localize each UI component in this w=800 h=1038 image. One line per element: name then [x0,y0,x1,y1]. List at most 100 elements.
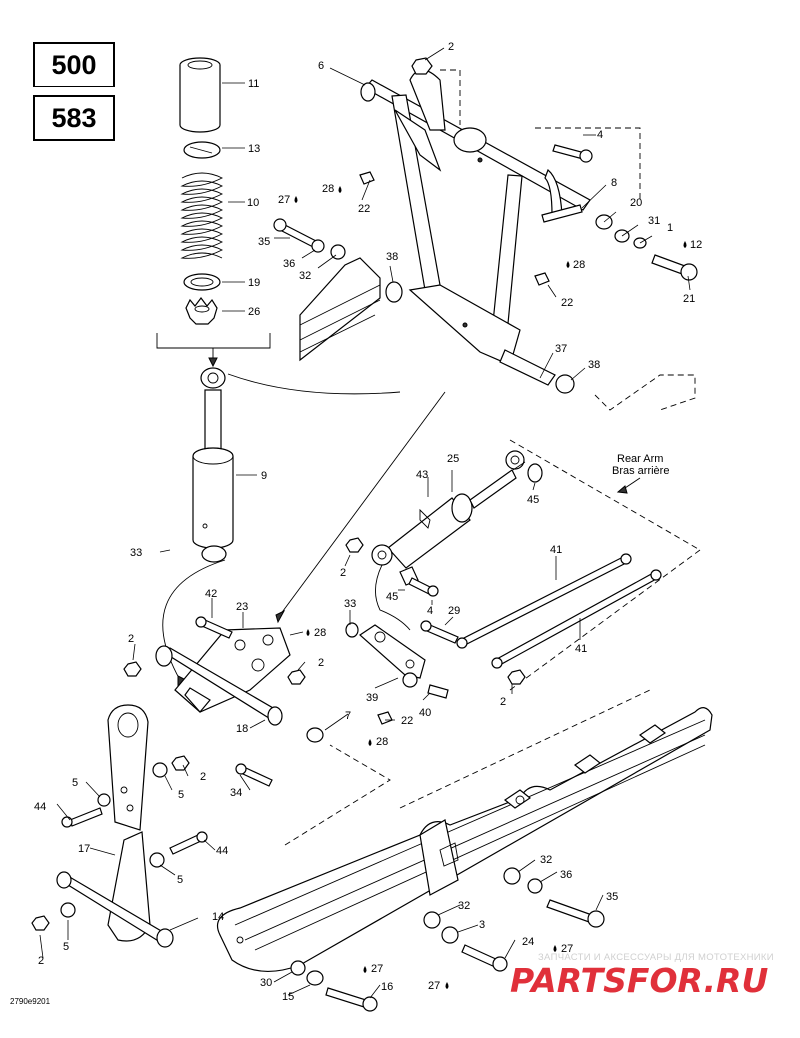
callout-17: 17 [78,843,90,855]
bolt-part-21 [651,254,698,281]
callout-43: 43 [416,469,428,481]
cylinder-part-43 [371,450,525,569]
callout-26: 26 [248,306,260,318]
axle-part-18 [155,645,283,726]
callout-42: 42 [205,588,217,600]
washer-part-32-top [330,244,346,260]
washer-part-7 [306,727,324,743]
spring-cover-part-11 [179,57,221,133]
dash-line-6 [284,744,391,846]
leader-arrow-line [279,391,446,616]
bolt-part-44-left [61,807,103,828]
bushing-part-40 [402,672,449,699]
shaft-part-8 [541,204,583,223]
washer-part-32-bottom [503,867,521,885]
bushing-part-38-right [555,374,575,394]
callout-12: 12 [690,239,702,251]
grease-fitting-part-22-mid [534,272,550,286]
callout-11: 11 [248,78,259,90]
spring-seat-part-19 [183,273,221,291]
tie-rod-part-41-lower [491,569,662,669]
callout-38: 38 [386,251,398,263]
bolt-part-34 [235,763,273,787]
adjuster-nut-part-26 [185,297,218,325]
model-label-583: 583 [33,95,115,141]
callout-39: 39 [366,692,378,704]
callout-45b: 45 [386,591,398,603]
bushing-part-33-mid [345,622,359,638]
split-collar-part-13 [183,141,221,159]
callout-36b: 36 [560,869,572,881]
slide-rail [216,707,713,973]
grease-fitting-part-22-low [377,711,393,725]
nut-part-2-low-left [123,661,142,677]
washer-part-15 [306,970,324,986]
callout-38b: 38 [588,359,600,371]
bolt-part-35-bottom [546,899,605,928]
callout-10: 10 [247,197,259,209]
callout-33: 33 [130,547,142,559]
callout-41b: 41 [575,643,587,655]
callout-32b: 32 [540,854,552,866]
callout-41: 41 [550,544,562,556]
rear-arm-label-fr: Bras arrière [612,465,669,477]
rear-arm-label-en: Rear Arm [617,453,663,465]
callout-31: 31 [648,215,660,227]
bolt-part-16 [325,987,378,1012]
model-label-500: 500 [33,42,115,87]
leader-lines [39,47,691,999]
callout-2f: 2 [200,771,206,783]
callout-21: 21 [683,293,695,305]
grease-fitting-part-22-top [359,171,375,185]
tie-rod-part-41-upper [456,553,632,649]
callout-18: 18 [236,723,248,735]
front-arm-assembly [360,69,591,386]
callout-44: 44 [34,801,46,813]
watermark-logo: PARTSFOR.RU [510,961,768,1000]
dash-line-5 [399,689,651,809]
callout-6: 6 [318,60,324,72]
callout-32c: 32 [458,900,470,912]
dash-line-rear-arm [509,439,701,551]
pivot-bolt-part-4-top [552,144,593,163]
washers-part-5 [60,762,168,918]
link-curve [227,373,401,395]
callout-9: 9 [261,470,267,482]
washer-part-3 [441,926,459,944]
bolt-part-35-top [273,218,319,249]
callout-3: 3 [479,919,485,931]
rear-arm-pointer-head [616,485,628,494]
bolt-part-4-mid [408,577,439,597]
nut-part-2-top [411,57,433,75]
bushing-part-38-left [385,281,403,303]
nut-part-2-right [507,669,526,685]
callout-24: 24 [522,936,534,948]
callout-28: 28 [322,183,334,195]
callout-5: 5 [72,777,78,789]
callout-30: 30 [260,977,272,989]
callout-16: 16 [381,981,393,993]
callout-22b: 22 [561,297,573,309]
callout-36: 36 [283,258,295,270]
callout-44b: 44 [216,845,228,857]
cable-curve [375,564,411,631]
callout-40: 40 [419,707,431,719]
bolt-part-44-right [169,831,208,855]
callout-45: 45 [527,494,539,506]
callout-35b: 35 [606,891,618,903]
nuts-part-2-left [31,755,190,931]
washer-part-32-lower [423,911,441,929]
dash-line-1 [440,69,461,125]
arrow-head [208,357,218,368]
callout-2e: 2 [500,696,506,708]
callout-5c: 5 [177,874,183,886]
link-part-39 [359,624,426,679]
callout-8: 8 [611,177,617,189]
callout-28d: 28 [376,736,388,748]
callout-34: 34 [230,787,242,799]
callout-numbers: 2 6 11 4 13 27 28 22 8 10 20 31 1 12 35 … [34,41,702,1003]
callout-2d: 2 [128,633,134,645]
callout-25: 25 [447,453,459,465]
callout-2g: 2 [38,955,44,967]
